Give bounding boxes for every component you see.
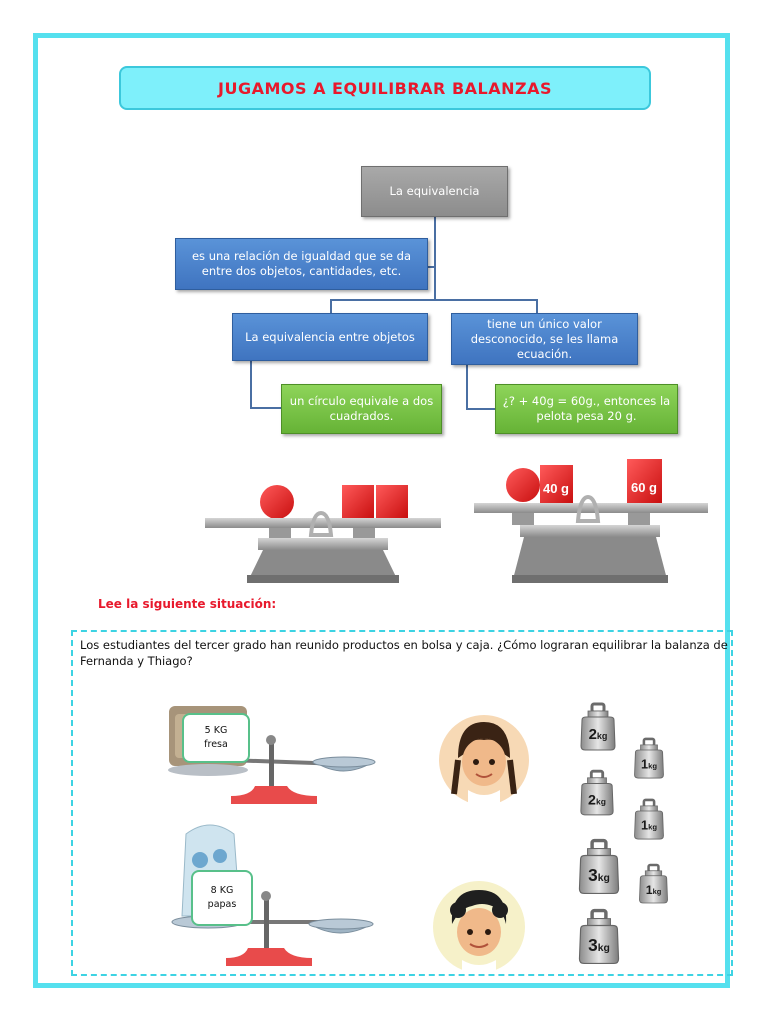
girl-avatar-icon: [439, 715, 529, 806]
kettle-weight-1kg: 1kg: [634, 737, 664, 779]
kettle-weight-label: 1kg: [646, 883, 662, 897]
map-node-unknown-example-text: ¿? + 40g = 60g., entonces la pelota pesa…: [502, 394, 671, 423]
map-node-objects-example-text: un círculo equivale a dos cuadrados.: [289, 394, 434, 423]
section-heading: Lee la siguiente situación:: [98, 597, 277, 611]
kettle-weight-1kg: 1kg: [634, 798, 664, 840]
red-circle: [506, 468, 540, 502]
kettle-weight-label: 2kg: [589, 726, 608, 743]
kettle-weight-3kg: 3kg: [578, 908, 620, 965]
page-frame: [33, 33, 730, 988]
title-banner: JUGAMOS A EQUILIBRAR BALANZAS: [119, 66, 651, 110]
map-node-definition: es una relación de igualdad que se da en…: [175, 238, 428, 290]
red-square: [342, 485, 374, 518]
page-title: JUGAMOS A EQUILIBRAR BALANZAS: [218, 78, 552, 98]
weight-40g: [540, 465, 573, 503]
map-node-objects-example: un círculo equivale a dos cuadrados.: [281, 384, 442, 434]
connector: [466, 365, 468, 409]
map-node-unknown-example: ¿? + 40g = 60g., entonces la pelota pesa…: [495, 384, 678, 434]
weight-60g-label: 60 g: [631, 480, 657, 495]
map-node-root-text: La equivalencia: [389, 184, 480, 198]
kettle-weight-1kg: 1kg: [639, 863, 668, 904]
boy-avatar-icon: [433, 881, 525, 974]
kettle-weight-label: 3kg: [588, 935, 610, 955]
red-circle: [260, 485, 294, 519]
connector: [250, 358, 252, 408]
map-node-root: La equivalencia: [361, 166, 508, 217]
connector: [330, 299, 538, 301]
kettle-weight-label: 1kg: [641, 757, 657, 772]
connector: [426, 266, 436, 268]
connector: [466, 408, 496, 410]
potato-qty: 8 KG: [210, 885, 234, 896]
strawberry-qty: 5 KG: [204, 725, 228, 736]
connector: [330, 299, 332, 313]
connector: [434, 217, 436, 269]
balance-scale-weights: 40 g 60 g: [474, 459, 708, 583]
strawberry-label: 5 KG fresa: [182, 713, 250, 763]
map-node-objects-text: La equivalencia entre objetos: [245, 329, 415, 344]
weight-60g: [627, 459, 662, 503]
potato-label: 8 KG papas: [191, 870, 253, 926]
kettle-weight-label: 2kg: [588, 792, 606, 808]
weight-40g-label: 40 g: [543, 481, 569, 496]
strawberry-name: fresa: [204, 739, 228, 750]
map-node-unknown-text: tiene un único valor desconocido, se les…: [470, 316, 619, 361]
connector: [250, 407, 282, 409]
connector: [434, 268, 436, 300]
potato-name: papas: [207, 899, 237, 910]
map-node-unknown: tiene un único valor desconocido, se les…: [451, 313, 638, 365]
kettle-weight-3kg: 3kg: [578, 838, 620, 895]
map-node-definition-text: es una relación de igualdad que se da en…: [191, 249, 412, 278]
situation-text: Los estudiantes del tercer grado han reu…: [80, 638, 728, 668]
kettle-weight-2kg: 2kg: [580, 769, 614, 816]
map-node-objects: La equivalencia entre objetos: [232, 313, 428, 361]
kettle-weight-label: 1kg: [641, 818, 657, 833]
kettle-weight-2kg: 2kg: [580, 702, 616, 751]
situation-box: [71, 630, 733, 976]
kettle-weight-label: 3kg: [588, 865, 610, 885]
red-square: [376, 485, 408, 518]
connector: [536, 299, 538, 313]
balance-scale-circle-squares: [205, 485, 441, 583]
